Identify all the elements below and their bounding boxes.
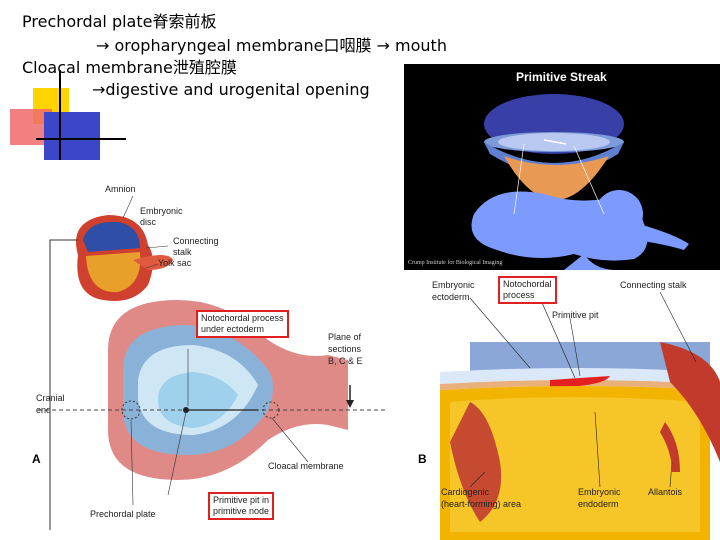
streak-credit: Crump Institute for Biological Imaging xyxy=(408,260,503,266)
figure-b-diagram xyxy=(440,291,720,540)
label-b-connecting-stalk: Connecting stalk xyxy=(620,280,687,290)
label-b-ecto-1: Embryonic xyxy=(432,280,475,290)
decor-horizontal-line xyxy=(36,138,126,140)
label-b-noto-2: process xyxy=(503,290,535,300)
label-yolk-sac: Yolk sac xyxy=(158,258,192,268)
figure-a-diagram xyxy=(38,195,388,530)
label-b-cardio-2: (heart-forming) area xyxy=(441,499,522,509)
text-digestive-opening: →digestive and urogenital opening xyxy=(92,80,370,99)
label-b-allantois: Allantois xyxy=(648,487,683,497)
streak-title: Primitive Streak xyxy=(516,70,607,84)
label-plane-1: Plane of xyxy=(328,332,362,342)
label-plane-3: B, C & E xyxy=(328,356,363,366)
panel-letter-b: B xyxy=(418,452,427,466)
label-b-notochordal-box: Notochordal process xyxy=(498,276,557,304)
label-b-ecto-2: ectoderm xyxy=(432,292,470,302)
label-b-endo-2: endoderm xyxy=(578,499,619,509)
label-embryonic-disc-1: Embryonic xyxy=(140,206,183,216)
label-primitive-pit-2: primitive node xyxy=(213,506,270,516)
label-cranial-1: Cranial xyxy=(36,393,65,403)
text-prechordal-plate: Prechordal plate脊索前板 xyxy=(22,12,217,31)
label-primitive-pit-1: Primitive pit in xyxy=(213,495,270,505)
label-plane-2: sections xyxy=(328,344,362,354)
label-connecting-stalk-1: Connecting xyxy=(173,236,219,246)
label-b-cardio-1: Cardiogenic xyxy=(441,487,490,497)
panel-letter-a: A xyxy=(32,452,41,466)
label-prechordal-plate: Prechordal plate xyxy=(90,509,156,519)
label-cloacal-membrane: Cloacal membrane xyxy=(268,461,344,471)
label-notochordal-2: under ectoderm xyxy=(201,324,265,334)
label-connecting-stalk-2: stalk xyxy=(173,247,192,257)
label-b-noto-1: Notochordal xyxy=(503,279,552,289)
primitive-streak-illustration xyxy=(471,94,689,270)
label-notochordal-process-box: Notochordal process under ectoderm xyxy=(196,310,289,338)
label-b-endo-1: Embryonic xyxy=(578,487,621,497)
label-embryonic-disc-2: disc xyxy=(140,217,157,227)
text-cloacal-membrane: Cloacal membrane泄殖腔膜 xyxy=(22,58,237,77)
label-cranial-2: end xyxy=(36,405,52,415)
decor-blue-square xyxy=(44,112,100,160)
label-amnion: Amnion xyxy=(105,184,136,194)
label-notochordal-1: Notochordal process xyxy=(201,313,284,323)
primitive-streak-image: Primitive Streak Crump Institute for Bio… xyxy=(404,64,720,270)
label-primitive-pit-box: Primitive pit in primitive node xyxy=(208,492,275,520)
decor-vertical-line xyxy=(59,70,61,160)
label-b-primitive-pit: Primitive pit xyxy=(552,310,599,320)
text-oropharyngeal: → oropharyngeal membrane口咽膜 → mouth xyxy=(96,36,447,55)
